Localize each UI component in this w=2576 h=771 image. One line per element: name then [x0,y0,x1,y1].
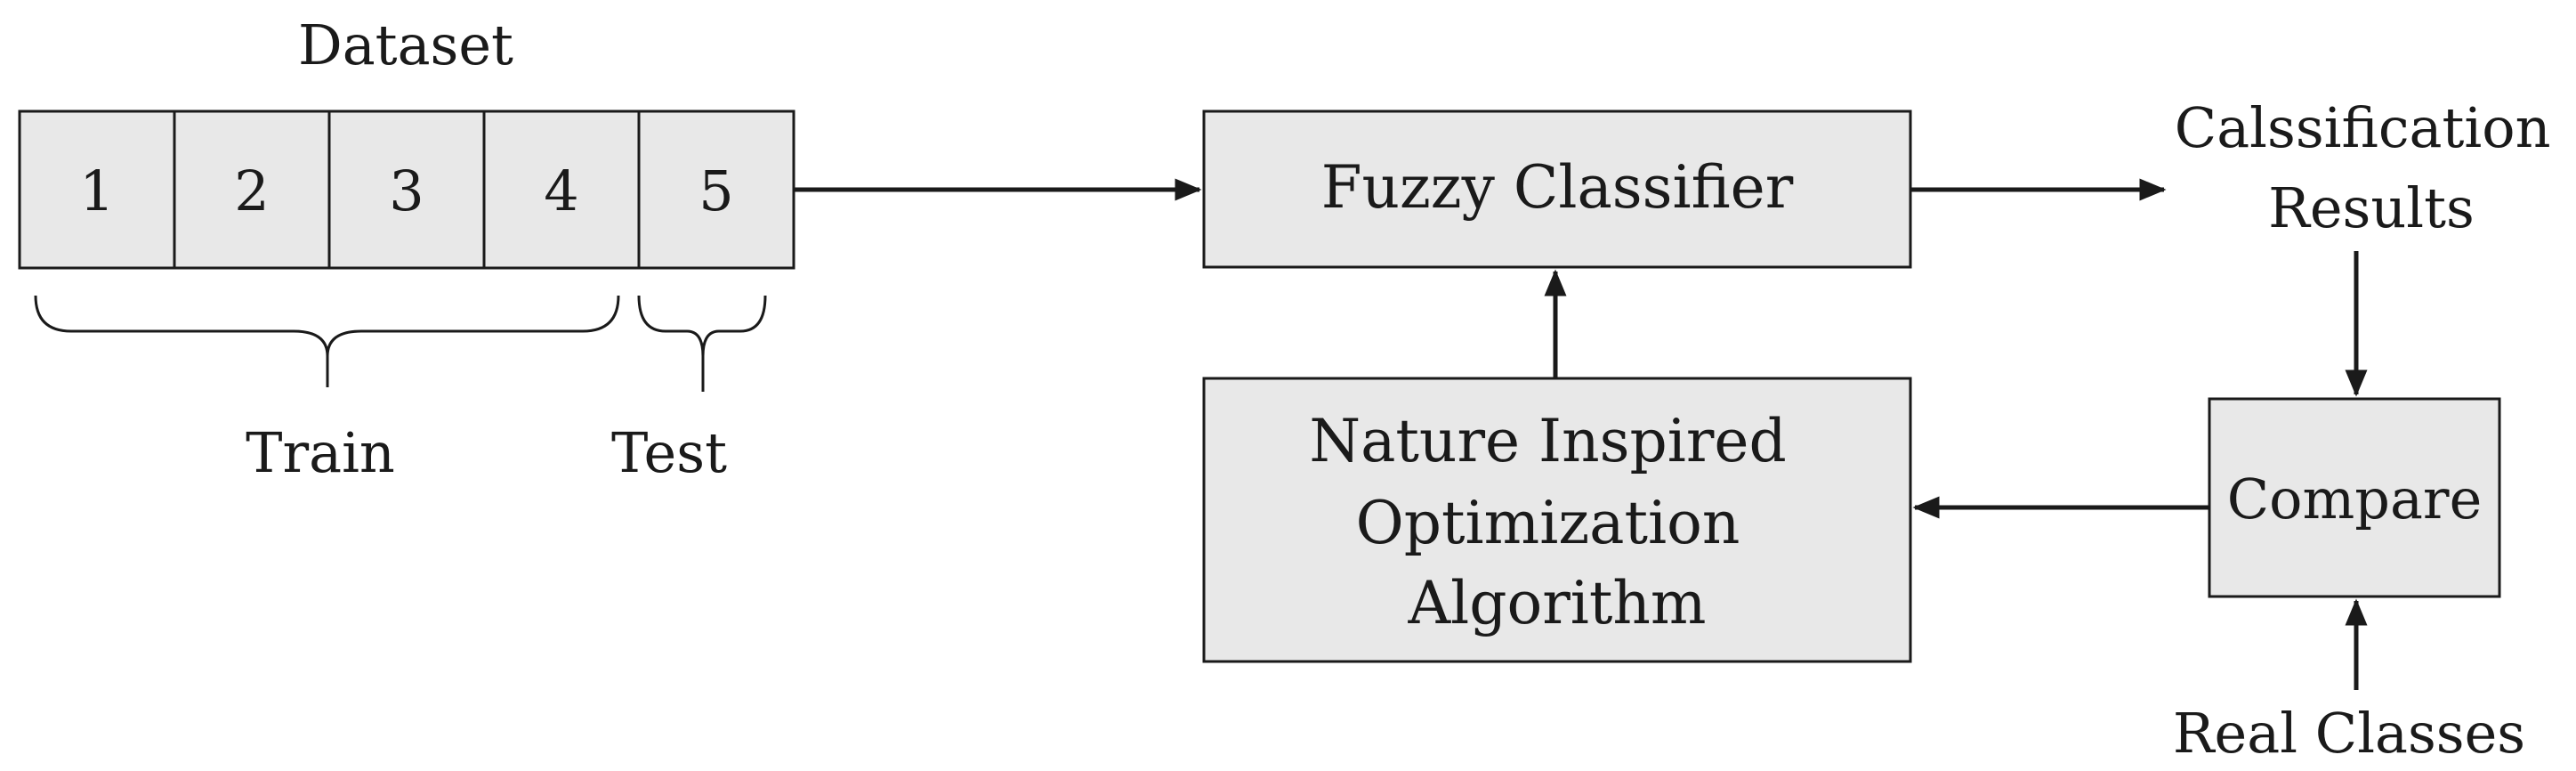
classification-results-line-2: Results [2268,175,2475,240]
optimizer-box: Nature Inspired Optimization Algorithm [1202,377,1912,663]
optimizer-line-3: Algorithm [1407,569,1706,637]
fold-cell-5: 5 [637,110,795,270]
classification-results-label: Calssification Results [2175,95,2568,240]
dataset-folds: 1 2 3 4 5 [18,110,795,270]
compare-label: Compare [2227,467,2483,532]
fold-cell-2: 2 [173,110,331,270]
optimizer-line-1: Nature Inspired [1309,407,1786,475]
fold-label-2: 2 [234,158,269,223]
dataset-title: Dataset [298,12,513,77]
fold-cell-4: 4 [482,110,641,270]
fold-label-1: 1 [79,158,114,223]
train-brace [34,295,620,387]
train-label: Train [246,420,395,485]
fold-cell-3: 3 [327,110,486,270]
test-label: Test [611,420,727,485]
fuzzy-classifier-box: Fuzzy Classifier [1202,110,1912,269]
fold-cell-1: 1 [18,110,176,270]
compare-box: Compare [2208,397,2501,598]
fold-label-3: 3 [389,158,424,223]
fold-label-4: 4 [544,158,578,223]
classification-results-line-1: Calssification [2175,95,2551,160]
real-classes-label: Real Classes [2173,701,2525,766]
optimizer-label: Nature Inspired Optimization Algorithm [1309,407,1805,637]
fold-label-5: 5 [699,158,733,223]
fuzzy-classifier-label: Fuzzy Classifier [1321,153,1794,222]
optimizer-line-2: Optimization [1356,489,1740,557]
test-brace [637,295,767,392]
